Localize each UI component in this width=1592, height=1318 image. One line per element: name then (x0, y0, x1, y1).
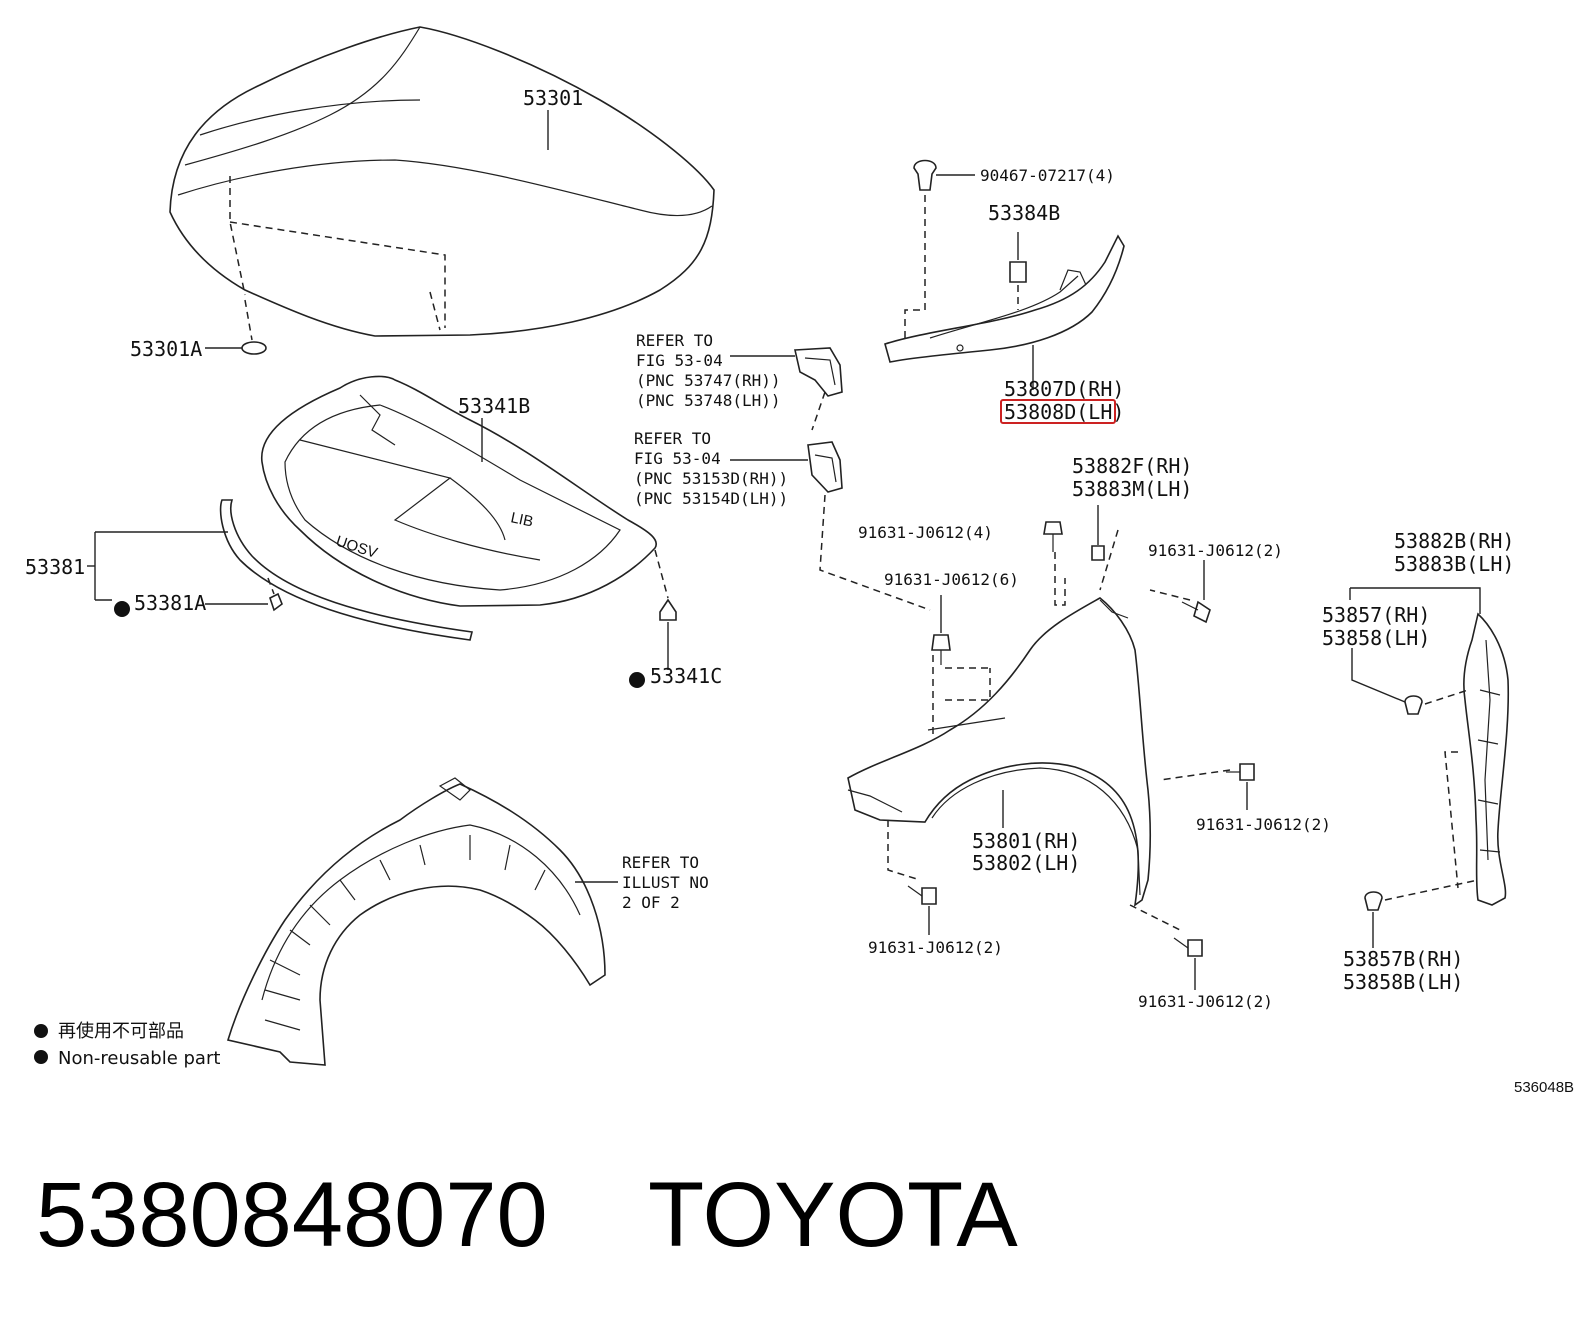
bolt-icon-a (1043, 521, 1063, 552)
ref3-line2: ILLUST NO (622, 873, 709, 892)
label-53301: 53301 (523, 86, 583, 110)
ref2-line4: (PNC 53154D(LH)) (634, 489, 788, 508)
label-53341b: 53341B (458, 394, 530, 418)
label-53801: 53801(RH) (972, 829, 1080, 853)
label-bolt-top2: 91631-J0612(2) (1148, 541, 1283, 560)
bolt-icon-b (1181, 600, 1211, 624)
label-53807d: 53807D(RH) (1004, 377, 1124, 401)
footer-part-number: 5380848070 (36, 1164, 548, 1266)
part-53384b-shape (1009, 261, 1027, 283)
label-53301a: 53301A (130, 337, 202, 361)
ref1-line3: (PNC 53747(RH)) (636, 371, 781, 390)
label-bolt-top4: 91631-J0612(4) (858, 523, 993, 542)
illustration-id: 536048B (1514, 1079, 1574, 1096)
footer-brand: TOYOTA (648, 1164, 1018, 1266)
label-53381: 53381 (25, 555, 85, 579)
seal-clip-shape (269, 592, 283, 612)
label-bolt-mid6: 91631-J0612(6) (884, 570, 1019, 589)
label-53883m: 53883M(LH) (1072, 477, 1192, 501)
ref3-line3: 2 OF 2 (622, 893, 680, 912)
legend-bullet-1 (34, 1024, 48, 1038)
label-53384b: 53384B (988, 201, 1060, 225)
ref2-line2: FIG 53-04 (634, 449, 721, 468)
fender-bracket-shape (1463, 612, 1510, 906)
bolt-icon-e (907, 885, 937, 905)
legend-en: Non-reusable part (58, 1048, 220, 1069)
bolt-icon-d (1226, 763, 1255, 781)
bolt-icon-c (931, 634, 951, 665)
label-53882f: 53882F(RH) (1072, 454, 1192, 478)
clip-90467-shape (913, 159, 937, 191)
pad-53857-shape (1404, 695, 1423, 715)
pad-53857b-shape (1364, 891, 1383, 911)
ref1-line2: FIG 53-04 (636, 351, 723, 370)
hood-insulator-shape: LIB UOSV (261, 375, 657, 607)
hood-cushion-shape (241, 341, 267, 355)
hinge-part-2 (807, 441, 843, 493)
insulator-clip-shape (659, 598, 677, 621)
label-bolt-bottom-r2: 91631-J0612(2) (1138, 992, 1273, 1011)
label-53858: 53858(LH) (1322, 626, 1430, 650)
hood-panel (169, 26, 715, 337)
label-bolt-right2: 91631-J0612(2) (1196, 815, 1331, 834)
ref3-line1: REFER TO (622, 853, 699, 872)
ref1-line1: REFER TO (636, 331, 713, 350)
label-53802: 53802(LH) (972, 851, 1080, 875)
label-53341c: 53341C (650, 664, 722, 688)
non-reusable-bullet-53381a (114, 601, 130, 617)
nut-icon-a (1091, 545, 1105, 561)
label-53858b: 53858B(LH) (1343, 970, 1463, 994)
non-reusable-bullet-53341c (629, 672, 645, 688)
label-bolt-bottom-l2: 91631-J0612(2) (868, 938, 1003, 957)
hood-seal-shape (219, 499, 473, 641)
ref2-line3: (PNC 53153D(RH)) (634, 469, 788, 488)
ref2-line1: REFER TO (634, 429, 711, 448)
fender-shape (847, 597, 1152, 907)
ref1-line4: (PNC 53748(LH)) (636, 391, 781, 410)
svg-text:LIB: LIB (509, 509, 535, 530)
legend-bullet-2 (34, 1050, 48, 1064)
label-90467: 90467-07217(4) (980, 166, 1115, 185)
legend-jp: 再使用不可部品 (58, 1021, 184, 1042)
label-53883b: 53883B(LH) (1394, 552, 1514, 576)
highlight-box (1000, 399, 1116, 424)
bolt-icon-f (1173, 937, 1203, 957)
fender-seal-shape (884, 234, 1125, 363)
fender-liner-shape (226, 777, 606, 1066)
label-53857: 53857(RH) (1322, 603, 1430, 627)
label-53882b: 53882B(RH) (1394, 529, 1514, 553)
label-53857b: 53857B(RH) (1343, 947, 1463, 971)
label-53381a: 53381A (134, 591, 206, 615)
hinge-part-1 (794, 347, 843, 397)
label-53808d: 53808D(LH) (1004, 400, 1124, 424)
